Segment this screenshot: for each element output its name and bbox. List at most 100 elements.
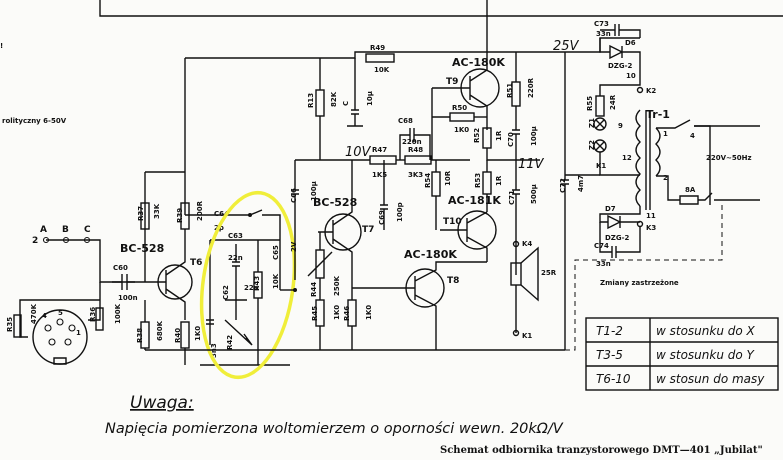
top-rails — [99, 0, 783, 215]
c70-value: 100µ — [530, 126, 538, 146]
c72-value: 4m7 — [577, 175, 585, 192]
v11-label: 11V — [518, 157, 545, 172]
power-supply: C73 33n D6 DZG-2 10 K2 R55 24R Z1 Z2 K1 … — [565, 20, 760, 268]
r35-value: 470K — [30, 303, 38, 324]
c72-label: C72 — [559, 178, 567, 193]
t6-name: T6 — [190, 258, 202, 268]
conn-label-2: 2 — [32, 236, 38, 246]
c69-label: C69 — [378, 210, 386, 225]
t7-type: BC-528 — [313, 196, 357, 209]
c71-label: C71 — [508, 190, 516, 205]
fuse-label: 8A — [685, 186, 696, 194]
d6-label: D6 — [625, 39, 636, 47]
t8-type: AC-180K — [404, 248, 457, 261]
t9-name: T9 — [446, 77, 458, 87]
transformer-label: Tr-1 — [646, 108, 670, 121]
table-row-3-value: w stosun do masy — [656, 372, 765, 386]
v25-label: 25V — [553, 39, 580, 54]
r13-label: R13 — [307, 93, 315, 108]
din-pin-5: 5 — [58, 309, 63, 317]
pin-1: 1 — [663, 130, 668, 138]
r47-r48: 10V R47 1K5 R48 3K3 C68 220n — [345, 117, 470, 179]
c68-value: 220n — [402, 138, 422, 146]
r38-value: 680K — [156, 320, 164, 341]
t10-name: T10 — [443, 217, 462, 227]
r45-label: R45 — [311, 306, 319, 321]
conn-label-a: A — [40, 225, 47, 235]
r54-value: 10R — [444, 170, 452, 186]
r13-value: 82K — [330, 91, 338, 107]
k1-ps-label: K1 — [596, 162, 606, 170]
table-row-1-value: w stosunku do X — [656, 324, 756, 338]
c64-label: C64 — [214, 210, 229, 218]
r36-value: 100K — [114, 303, 122, 324]
c60-label: C60 — [113, 264, 128, 272]
table-row-3-key: T6-10 — [596, 372, 631, 386]
c62-label: C62 — [222, 285, 230, 300]
r40-label: R40 — [174, 328, 182, 343]
r47-value: 1K5 — [372, 171, 387, 179]
table-row-2-key: T3-5 — [596, 348, 623, 362]
din-pin-1: 1 — [76, 329, 81, 337]
r44-label: R44 — [310, 282, 318, 297]
k1-label: K1 — [522, 332, 532, 340]
c-label: C — [342, 101, 350, 106]
t7-name: T7 — [362, 225, 374, 235]
r46-value: 1K0 — [365, 305, 373, 320]
c73-value: 33n — [596, 30, 611, 38]
c69-value: 100p — [396, 202, 404, 222]
z2-label: Z2 — [588, 140, 596, 150]
highlight-ellipse — [199, 190, 297, 380]
k2-label: K2 — [646, 87, 656, 95]
power-output: 25V C72 4m7 25R K4 K1 Zmiany zastrzeżone — [144, 39, 723, 351]
c63-label: C63 — [228, 232, 243, 240]
pin-4: 4 — [690, 132, 695, 140]
r35-label: R35 — [6, 317, 14, 332]
mains-label: 220V~50Hz — [706, 154, 752, 162]
t7-stage: C66 100µ 2V BC-528 T7 R44 250K R45 1K0 R… — [280, 159, 404, 350]
r39-label: R39 — [176, 208, 184, 223]
note-body: Napięcia pomierzona woltomierzem o oporn… — [105, 421, 564, 437]
r37-value: 33K — [153, 203, 161, 219]
r52-label: R52 — [473, 128, 481, 143]
r43-label: R43 — [253, 276, 261, 291]
c66-value: 100µ — [310, 181, 318, 201]
r49-value: 10K — [374, 66, 390, 74]
speaker-label: 25R — [541, 269, 557, 277]
din-socket: 4 5 1 R35 470K R36 100K — [6, 282, 122, 365]
r49: R49 10K — [365, 44, 395, 74]
r36-label: R36 — [89, 307, 97, 322]
k3-label: K3 — [646, 224, 656, 232]
conn-label-b: B — [62, 225, 69, 235]
r53-value: 1R — [495, 175, 503, 186]
d7-value: DZG-2 — [605, 234, 630, 242]
r13-c-column: R13 82K C 10µ — [307, 89, 374, 160]
r54-label: R54 — [424, 173, 432, 188]
c70-label: C70 — [507, 132, 515, 147]
r49-label: R49 — [370, 44, 385, 52]
r50-value: 1K0 — [454, 126, 469, 134]
side-text: rolityczny 6-50V — [2, 117, 67, 125]
d6-value: DZG-2 — [608, 62, 633, 70]
v2-label: 2V — [290, 241, 298, 252]
r51-value: 220R — [527, 77, 535, 98]
v10-label: 10V — [345, 145, 372, 160]
din-pin-4: 4 — [42, 312, 47, 320]
c68-label: C68 — [398, 117, 413, 125]
k4-label: K4 — [522, 240, 532, 248]
note-title: Uwaga: — [130, 393, 194, 413]
r51-label: R51 — [506, 83, 514, 98]
t10-type: AC-181K — [448, 194, 501, 207]
t6-type: BC-528 — [120, 242, 164, 255]
r43-value: 10K — [272, 273, 280, 289]
changes-note: Zmiany zastrzeżone — [600, 279, 679, 287]
r48-value: 3K3 — [408, 171, 423, 179]
voltage-table: T1-2 w stosunku do X T3-5 w stosunku do … — [585, 317, 779, 391]
pin-12: 12 — [622, 154, 632, 162]
pin-9: 9 — [618, 122, 623, 130]
r37-label: R37 — [137, 206, 145, 221]
c74-value: 33n — [596, 260, 611, 268]
conn-label-c: C — [84, 225, 91, 235]
side-mark-1: ! — [0, 42, 3, 50]
